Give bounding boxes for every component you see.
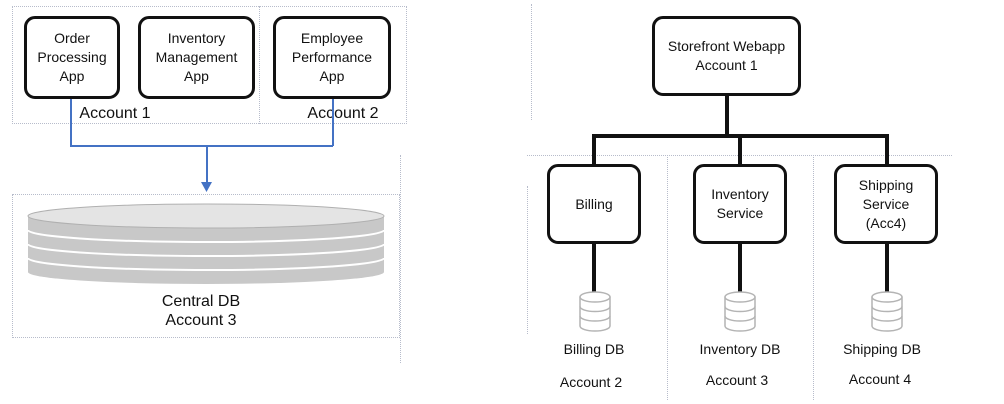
shipping-account-label: Account 4 xyxy=(848,371,912,387)
inventory-service-box[interactable]: Inventory Service xyxy=(693,164,787,244)
account-1-label: Account 1 xyxy=(79,105,151,122)
connector-line-right xyxy=(332,99,334,146)
account-divider-2-3 xyxy=(667,155,668,400)
central-db-cylinder xyxy=(27,203,385,284)
billing-account-label: Account 2 xyxy=(559,374,623,390)
accounts-boundary xyxy=(12,6,407,124)
billing-service-box[interactable]: Billing xyxy=(547,164,641,244)
inventory-db-label: Inventory DB xyxy=(699,341,781,357)
account-2-label: Account 2 xyxy=(307,105,379,122)
shipping-service-box[interactable]: Shipping Service (Acc4) xyxy=(834,164,938,244)
billing-db-label: Billing DB xyxy=(563,341,625,357)
tree-branch-billing xyxy=(592,134,596,166)
service-accounts-left-edge xyxy=(527,186,528,334)
account-divider-3-4 xyxy=(813,155,814,400)
tree-branch-inventory xyxy=(738,134,742,166)
tree-branch-shipping xyxy=(885,134,889,166)
connector-line-left xyxy=(70,99,72,146)
inventory-management-app-box[interactable]: Inventory Management App xyxy=(138,16,255,99)
connector-line-down xyxy=(206,145,208,183)
database-icon xyxy=(724,291,756,332)
storefront-webapp-box[interactable]: Storefront Webapp Account 1 xyxy=(652,16,801,96)
shipping-db-link xyxy=(885,244,889,292)
database-icon xyxy=(871,291,903,332)
central-db-label: Central DB xyxy=(161,293,241,310)
employee-performance-app-box[interactable]: Employee Performance App xyxy=(273,16,391,99)
boundary-edge xyxy=(400,155,401,363)
inventory-account-label: Account 3 xyxy=(705,372,769,388)
database-icon xyxy=(579,291,611,332)
storefront-boundary-edge xyxy=(531,4,532,120)
central-db-account-label: Account 3 xyxy=(165,312,237,329)
account-divider xyxy=(259,6,260,124)
arrow-down-icon xyxy=(201,182,212,192)
shipping-db-label: Shipping DB xyxy=(843,341,921,357)
tree-trunk xyxy=(725,96,729,136)
order-processing-app-box[interactable]: Order Processing App xyxy=(24,16,120,99)
billing-db-link xyxy=(592,244,596,292)
inventory-db-link xyxy=(738,244,742,292)
database-boundary xyxy=(12,194,400,338)
connector-line-horizontal xyxy=(70,145,333,147)
